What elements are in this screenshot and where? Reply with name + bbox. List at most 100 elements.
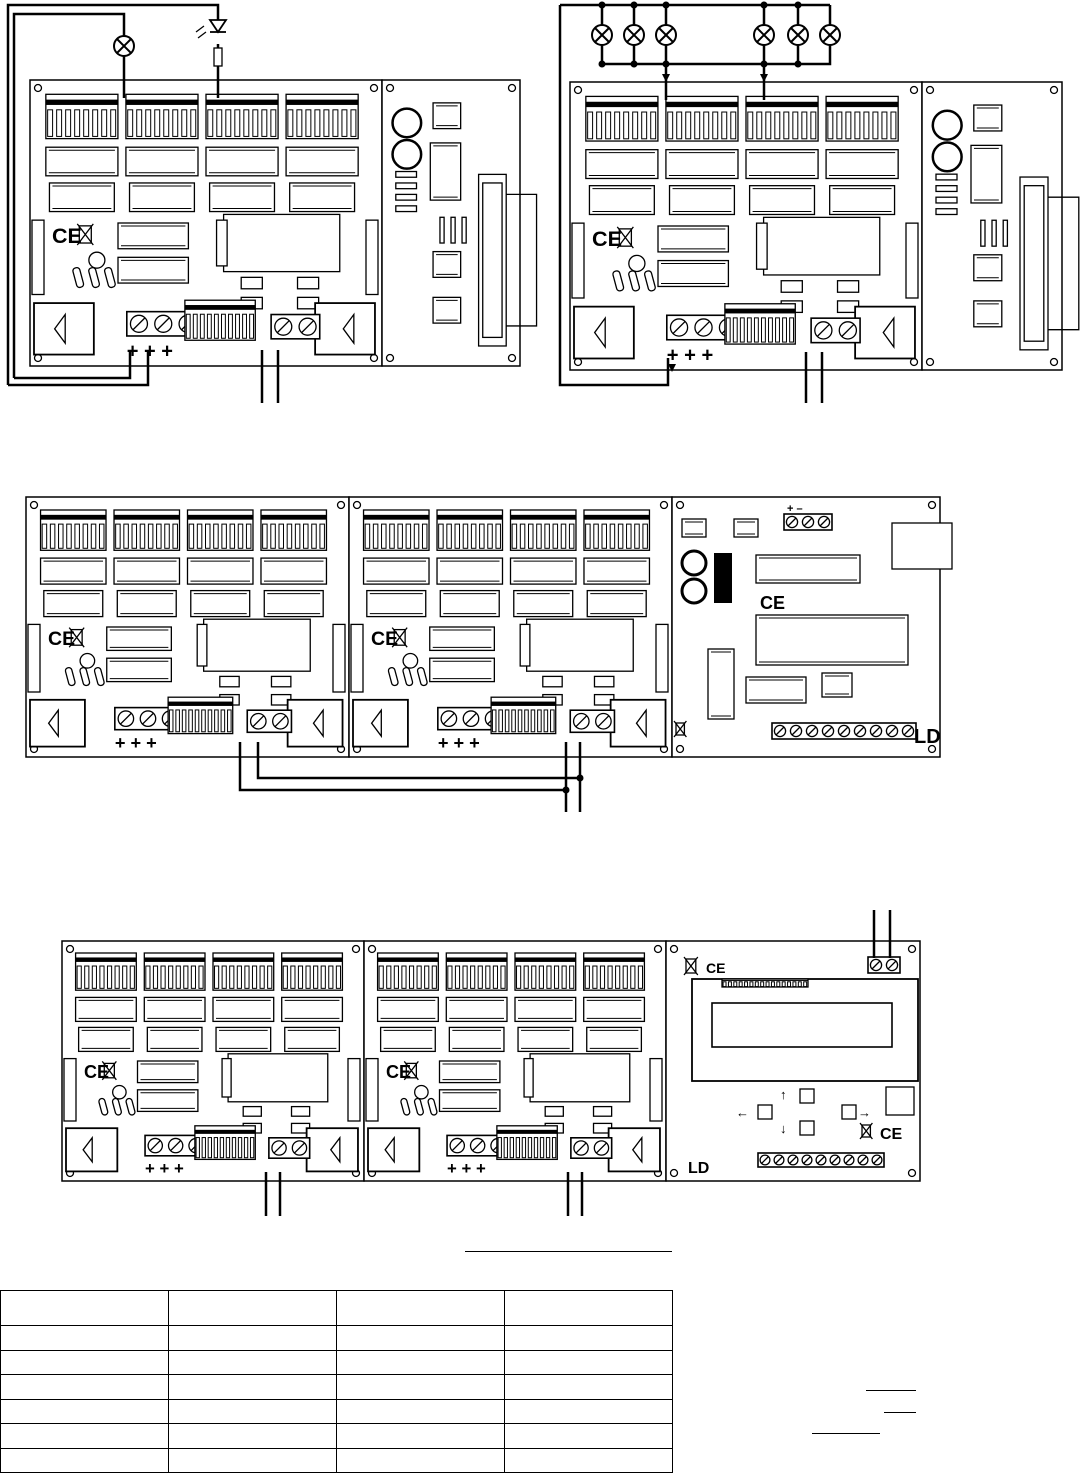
resistor (935, 196, 958, 204)
pin-header-connector (205, 93, 279, 140)
table-cell (504, 1349, 673, 1375)
pin-header-connector (74, 952, 137, 991)
screw-terminal (569, 709, 616, 734)
arrow-down-icon: ↓ (780, 1121, 787, 1136)
ic-chip (681, 518, 707, 538)
ic-chip (263, 589, 324, 618)
mount-hole (33, 83, 43, 93)
led (414, 1084, 429, 1100)
ic-chip (289, 182, 356, 213)
junction-dot (662, 60, 670, 68)
side-connector (350, 623, 364, 693)
ic-chip (45, 146, 119, 177)
mount-hole (385, 353, 395, 363)
wire-return-2 (14, 350, 132, 380)
ic-chip (260, 557, 328, 585)
arrow-up-icon: ↑ (780, 1087, 787, 1102)
trimmer (885, 1086, 915, 1116)
lamp-icon (623, 24, 645, 46)
ic-chip (439, 589, 500, 618)
ic-chip (205, 146, 279, 177)
output-board: CE+ + + (61, 940, 365, 1182)
mount-hole (65, 944, 75, 954)
mount-hole (927, 744, 937, 754)
table-cell (168, 1447, 337, 1473)
fuse (416, 666, 428, 687)
ic-chip (366, 589, 427, 618)
pin-header-connector (281, 952, 344, 991)
junction-dot (598, 60, 606, 68)
diode (296, 276, 320, 290)
table-cell (0, 1325, 169, 1351)
screw-terminal (771, 722, 917, 740)
ce-text: CE (760, 593, 785, 613)
ce-text: CE (52, 224, 82, 248)
ic-chip (445, 996, 508, 1023)
side-connector (649, 1057, 663, 1122)
ic-chip (432, 102, 462, 130)
bracket-left (352, 698, 409, 748)
ic-chip (970, 144, 1003, 204)
pin-header-connector (186, 509, 254, 551)
fuse (643, 270, 656, 292)
pin-header-connector (665, 95, 739, 142)
wire-daisy-b (256, 742, 582, 812)
note-underline-1 (866, 1390, 916, 1391)
ce-text: CE (386, 1062, 411, 1082)
ic-chip (146, 1026, 203, 1053)
ic-chip (586, 1026, 643, 1053)
resistor (935, 173, 958, 181)
resistor-icon (213, 47, 223, 67)
mount-hole (669, 1168, 679, 1178)
weee-bin-icon (391, 627, 408, 648)
wires-layer (6, 3, 892, 1216)
table-cell (504, 1447, 673, 1473)
button-down (799, 1120, 815, 1136)
ic-chip (432, 296, 462, 324)
lamp-icon (113, 35, 135, 57)
ic-chip (438, 1089, 501, 1113)
ic-chip (125, 146, 199, 177)
ic-chip (117, 222, 190, 250)
table-cell (336, 1325, 505, 1351)
ld-logo-small: LD (688, 1160, 709, 1177)
table-row (0, 1325, 673, 1351)
fuse (98, 1097, 109, 1116)
ce-text: CE (84, 1062, 109, 1082)
led-icon (195, 19, 228, 67)
fuse (125, 1097, 136, 1116)
led (112, 1084, 127, 1100)
resistor (439, 216, 445, 244)
ic-chip (376, 996, 439, 1023)
ce-mark: CE (52, 224, 82, 248)
diode (240, 276, 263, 290)
pin-header-connector (509, 509, 577, 551)
led (88, 251, 106, 269)
screw-terminal (268, 1137, 311, 1160)
ce-text: CE (592, 226, 622, 251)
pin-header-connector (285, 93, 359, 140)
ic-chip (745, 149, 819, 180)
capacitor (931, 141, 963, 173)
side-connector (63, 1057, 77, 1122)
output-board: CE+ + + (25, 496, 350, 758)
ic-chip (513, 589, 574, 618)
pin-header-connector (745, 95, 819, 142)
controller-board (381, 79, 538, 367)
ic-chip (136, 1060, 199, 1084)
mount-hole (907, 944, 917, 954)
ic-chip (973, 104, 1003, 132)
power-polarity-label: + + + (438, 733, 480, 753)
flow-arrow (662, 74, 670, 82)
ic-chip (973, 300, 1003, 328)
bracket-left (65, 1127, 119, 1173)
resistor (395, 170, 418, 178)
weee-bin-icon (616, 226, 634, 249)
power-polarity-label: + + + (115, 733, 157, 753)
ic-chip (106, 657, 172, 683)
wire-led (6, 3, 220, 385)
power-polarity-label: + + + (127, 340, 173, 362)
ic-chip (116, 589, 177, 618)
